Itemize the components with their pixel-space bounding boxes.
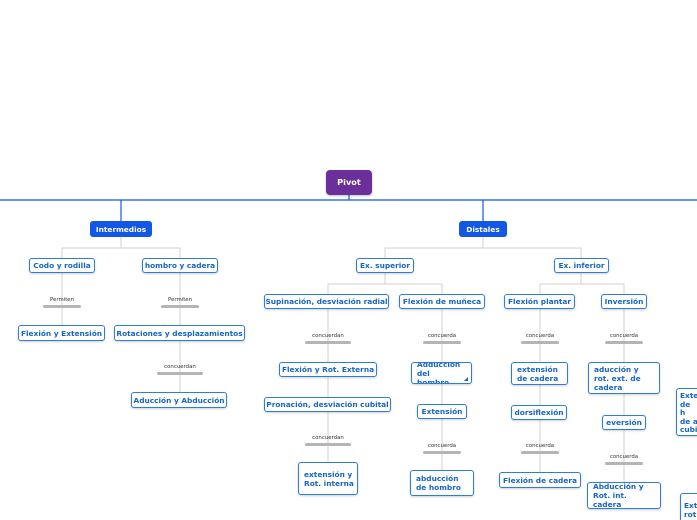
link-bar xyxy=(605,462,643,465)
link-label-concuerda: concuerda xyxy=(525,333,555,339)
link-bar xyxy=(423,451,461,454)
link-bar xyxy=(161,305,199,308)
link-label-concuerda: concuerda xyxy=(427,443,457,449)
topic-pronacion[interactable]: Pronación, desviación cubital xyxy=(264,397,391,412)
topic-aduccion-abduccion[interactable]: Aducción y Abducción xyxy=(131,392,227,408)
link-label-concuerda: concuerda xyxy=(427,333,457,339)
topic-extension-cadera-label: extensión de cadera xyxy=(517,364,559,383)
link-label-concuerda: concuerda xyxy=(609,454,639,460)
topic-partial-right[interactable]: Exte de h de a cubi dedo xyxy=(676,388,697,436)
topic-dorsiflexion[interactable]: dorsiflexión xyxy=(511,405,567,420)
topic-extension-rot-interna-label: extensión y Rot. interna xyxy=(304,469,354,488)
topic-inversion[interactable]: Inversión xyxy=(601,294,647,309)
root-node-pivot[interactable]: Pivot xyxy=(326,170,372,195)
link-bar xyxy=(157,372,203,375)
topic-abduccion-hombro-label: abducción de hombro xyxy=(416,474,461,492)
topic-eversion[interactable]: eversión xyxy=(602,415,646,430)
topic-flexion-rot-externa[interactable]: Flexión y Rot. Externa xyxy=(279,362,377,377)
link-label-concuerda: concuerda xyxy=(609,333,639,339)
topic-abduccion-rot-int-cadera-label: Abducción y Rot. int. cadera xyxy=(593,482,644,509)
topic-partial-right-bottom-label: Ext rot xyxy=(684,501,697,519)
topic-flexion-cadera[interactable]: Flexión de cadera xyxy=(499,472,581,488)
branch-distales[interactable]: Distales xyxy=(459,221,507,237)
topic-adduccion-hombro-label: Adducción del hombro xyxy=(417,362,461,384)
topic-aduccion-rot-ext-cadera-label: aducción y rot. ext. de cadera xyxy=(594,364,641,392)
link-bar xyxy=(43,305,81,308)
link-bar xyxy=(305,341,351,344)
link-label-permiten: Permiten xyxy=(167,297,193,303)
topic-aduccion-rot-ext-cadera[interactable]: aducción y rot. ext. de cadera xyxy=(588,362,660,394)
topic-extension-rot-interna[interactable]: extensión y Rot. interna xyxy=(298,462,358,495)
topic-codo-rodilla[interactable]: Codo y rodilla xyxy=(29,258,95,273)
collapse-icon[interactable] xyxy=(464,377,468,381)
topic-partial-right-label: Exte de h de a cubi dedo xyxy=(680,391,697,435)
branch-intermedios[interactable]: Intermedios xyxy=(90,221,152,237)
topic-ex-superior[interactable]: Ex. superior xyxy=(356,258,414,273)
topic-extension[interactable]: Extensión xyxy=(417,404,467,419)
link-label-concuerdan: concuerdan xyxy=(164,364,196,370)
link-bar xyxy=(305,443,351,446)
link-bar xyxy=(521,451,559,454)
link-bar xyxy=(423,341,461,344)
topic-extension-cadera[interactable]: extensión de cadera xyxy=(511,362,568,385)
link-label-concuerdan: concuerdan xyxy=(312,435,344,441)
link-label-concuerdan: concuerdan xyxy=(312,333,344,339)
link-label-concuerda: concuerda xyxy=(525,443,555,449)
topic-hombro-cadera[interactable]: hombro y cadera xyxy=(142,258,218,273)
topic-partial-right-bottom[interactable]: Ext rot xyxy=(680,493,697,520)
link-bar xyxy=(605,341,643,344)
topic-rotaciones-desplazamientos[interactable]: Rotaciones y desplazamientos xyxy=(114,325,245,341)
topic-abduccion-hombro[interactable]: abducción de hombro xyxy=(410,470,474,496)
topic-flexion-muneca[interactable]: Flexión de muñeca xyxy=(399,294,485,309)
topic-supinacion[interactable]: Supinación, desviación radial xyxy=(264,294,389,309)
topic-flexion-extension[interactable]: Flexión y Extensión xyxy=(18,325,105,341)
topic-ex-inferior[interactable]: Ex. inferior xyxy=(554,258,609,273)
link-bar xyxy=(521,341,559,344)
topic-adduccion-hombro[interactable]: Adducción del hombro xyxy=(411,362,472,384)
topic-flexion-plantar[interactable]: Flexión plantar xyxy=(504,294,575,309)
topic-abduccion-rot-int-cadera[interactable]: Abducción y Rot. int. cadera xyxy=(587,482,661,509)
link-label-permiten: Permiten xyxy=(49,297,75,303)
